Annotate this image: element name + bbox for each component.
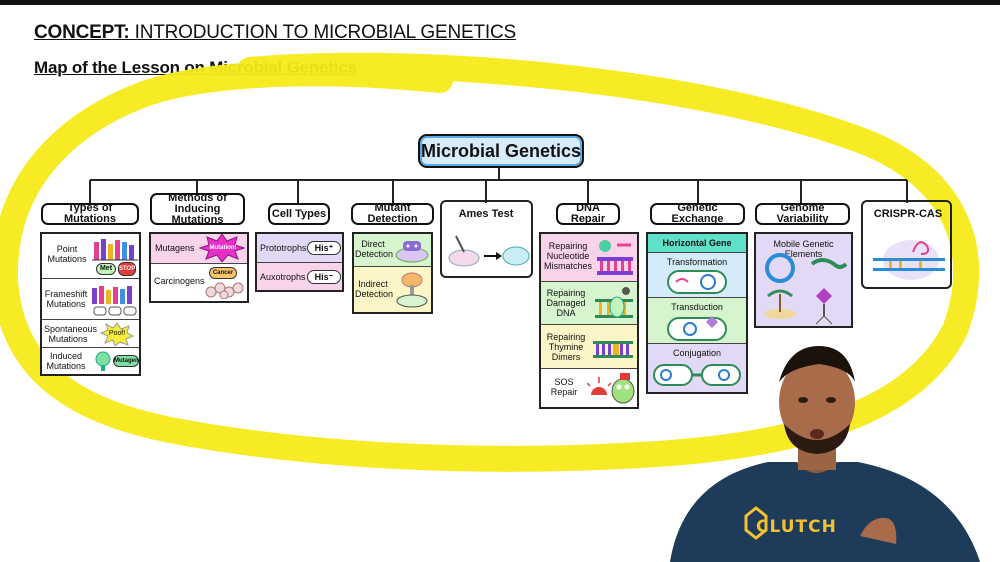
genome-variability-header: Genome Variability [755, 203, 850, 225]
types-of-mutations-header: Types of Mutations [41, 203, 139, 225]
transformation-label: Transformation [666, 257, 728, 267]
met-tag: Met [96, 263, 116, 275]
conjugation-cell: Conjugation [648, 344, 746, 392]
sos-alarm-icon [587, 373, 635, 404]
sos-repair-cell: SOS Repair [541, 369, 637, 407]
spontaneous-mutations-cell: Spontaneous Mutations Poof! [42, 320, 139, 348]
thymine-dimers-label: Repairing Thymine Dimers [546, 332, 586, 362]
mismatch-repair-icon [597, 240, 633, 275]
crispr-cas-box [861, 200, 952, 289]
mutagen-tag: Mutagen [113, 355, 139, 367]
cell-cluster-icon [205, 282, 244, 299]
transduction-icon [667, 316, 727, 341]
mutagen-flask-icon [95, 351, 111, 371]
concept-heading: CONCEPT: INTRODUCTION TO MICROBIAL GENET… [34, 22, 516, 44]
cell-types-box: Prototrophs His⁺ Auxotrophs His⁻ [255, 232, 344, 292]
dna-repair-box: Repairing Nucleotide Mismatches Repairin… [539, 232, 639, 409]
direct-detection-label: Direct Detection [355, 239, 394, 259]
types-of-mutations-box: Point Mutations Met STOP Frameshift Muta… [40, 232, 141, 376]
cancer-tag: Cancer [209, 267, 237, 279]
induced-mutations-label: Induced Mutations [46, 351, 86, 371]
point-mutations-cell: Point Mutations Met STOP [42, 234, 139, 279]
genetic-exchange-header: Genetic Exchange [650, 203, 745, 225]
transduction-label: Transduction [671, 302, 723, 312]
concept-label: CONCEPT: [34, 22, 130, 43]
thymine-dimers-cell: Repairing Thymine Dimers [541, 325, 637, 369]
frameshift-bars-icon [92, 286, 137, 316]
his-plus-tag: His⁺ [307, 241, 341, 255]
crispr-cas-header: CRISPR-CAS [873, 207, 943, 220]
point-mutations-label: Point Mutations [47, 244, 87, 264]
transformation-icon [667, 270, 727, 294]
mutant-detection-box: Direct Detection Indirect Detection [352, 232, 433, 314]
crispr-cas-icon [873, 240, 945, 280]
ames-test-box [440, 200, 533, 278]
cell-types-header: Cell Types [268, 203, 330, 225]
concept-title: INTRODUCTION TO MICROBIAL GENETICS [134, 22, 517, 43]
ames-test-header: Ames Test [458, 207, 514, 220]
genome-variability-box: Mobile Genetic Elements [754, 232, 853, 328]
conjugation-icon [653, 364, 741, 386]
ames-test-plates-icon [448, 235, 530, 267]
auxotrophs-label: Auxotrophs [260, 272, 306, 282]
nucleotide-mismatch-label: Repairing Nucleotide Mismatches [543, 241, 592, 271]
nucleotide-mismatch-cell: Repairing Nucleotide Mismatches [541, 234, 637, 282]
transduction-cell: Transduction [648, 298, 746, 344]
horizontal-gene-transfer-label: Horizontal Gene Transfer [648, 234, 746, 267]
methods-header: Methods of Inducing Mutations [150, 192, 245, 225]
shirt-logo-text: CLUTCH [756, 517, 837, 537]
prototrophs-label: Prototrophs [260, 243, 307, 253]
methods-box: Mutagens Mutation! Carcinogens Cancer [149, 232, 249, 303]
mutagens-cell: Mutagens Mutation! [151, 234, 247, 264]
his-minus-tag: His⁻ [307, 270, 341, 284]
indirect-detection-cell: Indirect Detection [354, 267, 431, 312]
conjugation-label: Conjugation [672, 348, 722, 358]
codon-bars-icon [92, 239, 138, 261]
damaged-dna-icon [595, 287, 633, 318]
replica-plating-icon [396, 272, 428, 308]
transformation-cell: Transformation [648, 253, 746, 298]
frameshift-mutations-label: Frameshift Mutations [44, 289, 88, 309]
carcinogens-label: Carcinogens [154, 276, 205, 286]
sos-repair-label: SOS Repair [550, 377, 578, 397]
petri-dish-icon [395, 241, 429, 263]
direct-detection-cell: Direct Detection [354, 234, 431, 267]
poof-tag: Poof! [108, 330, 126, 337]
poof-burst-icon [100, 322, 134, 346]
mutation-burst-icon [199, 234, 245, 262]
damaged-dna-label: Repairing Damaged DNA [546, 288, 586, 318]
top-bar [0, 0, 1000, 5]
mutant-detection-header: Mutant Detection [351, 203, 434, 225]
spontaneous-mutations-label: Spontaneous Mutations [44, 324, 98, 344]
damaged-dna-cell: Repairing Damaged DNA [541, 282, 637, 325]
indirect-detection-label: Indirect Detection [355, 279, 394, 299]
auxotrophs-cell: Auxotrophs His⁻ [257, 263, 342, 290]
mutagens-label: Mutagens [155, 243, 195, 253]
root-node: Microbial Genetics [418, 134, 584, 168]
dna-repair-header: DNA Repair [556, 203, 620, 225]
induced-mutations-cell: Induced Mutations Mutagen [42, 348, 139, 374]
stop-tag: STOP [118, 262, 136, 276]
mutation-tag: Mutation! [209, 245, 237, 251]
carcinogens-cell: Carcinogens Cancer [151, 264, 247, 301]
frameshift-mutations-cell: Frameshift Mutations [42, 279, 139, 320]
mobile-elements-icon [764, 253, 848, 325]
genetic-exchange-box: Horizontal Gene Transfer Transformation … [646, 232, 748, 394]
prototrophs-cell: Prototrophs His⁺ [257, 234, 342, 263]
mobile-genetic-elements-label: Mobile Genetic Elements [773, 239, 834, 259]
thymine-dimer-icon [593, 341, 633, 358]
presenter-figure [670, 346, 980, 562]
